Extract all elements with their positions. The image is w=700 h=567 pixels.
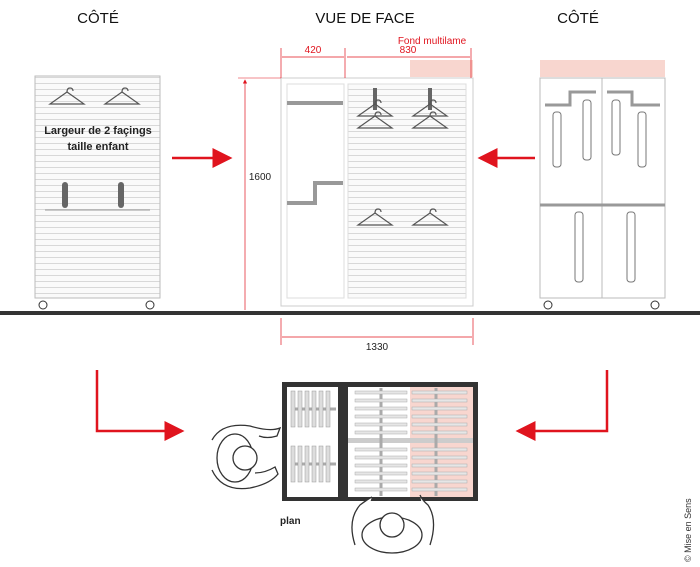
copyright: © Mise en Sens <box>683 498 693 562</box>
title-side-left: CÔTÉ <box>77 10 119 27</box>
dimension-830: 830 <box>400 45 417 56</box>
dimension-lines: Fond multilame 420 830 1600 1330 <box>238 36 474 353</box>
person-top-view-icon <box>211 424 282 490</box>
left-side-cabinet: Largeur de 2 façings taille enfant <box>34 75 161 310</box>
title-side-right: CÔTÉ <box>557 10 599 27</box>
dimension-420: 420 <box>305 45 322 56</box>
arrow-plan-left-icon <box>95 370 185 441</box>
plan-label: plan <box>280 516 301 527</box>
floor-line <box>0 311 700 315</box>
cabinet-note-line2: taille enfant <box>67 141 128 153</box>
cabinet-note-line1: Largeur de 2 façings <box>44 125 152 137</box>
fond-multilame-label: Fond multilame <box>398 36 467 47</box>
person-top-view-icon <box>351 494 435 554</box>
title-front-view: VUE DE FACE <box>315 10 414 27</box>
dimension-1330: 1330 <box>366 342 389 353</box>
arrow-plan-right-icon <box>515 370 609 441</box>
dimension-1600: 1600 <box>249 172 272 183</box>
front-cabinet <box>280 60 474 307</box>
floor-plan <box>282 382 478 501</box>
fond-multilame-panel <box>410 60 473 77</box>
right-side-cabinet <box>539 60 666 310</box>
